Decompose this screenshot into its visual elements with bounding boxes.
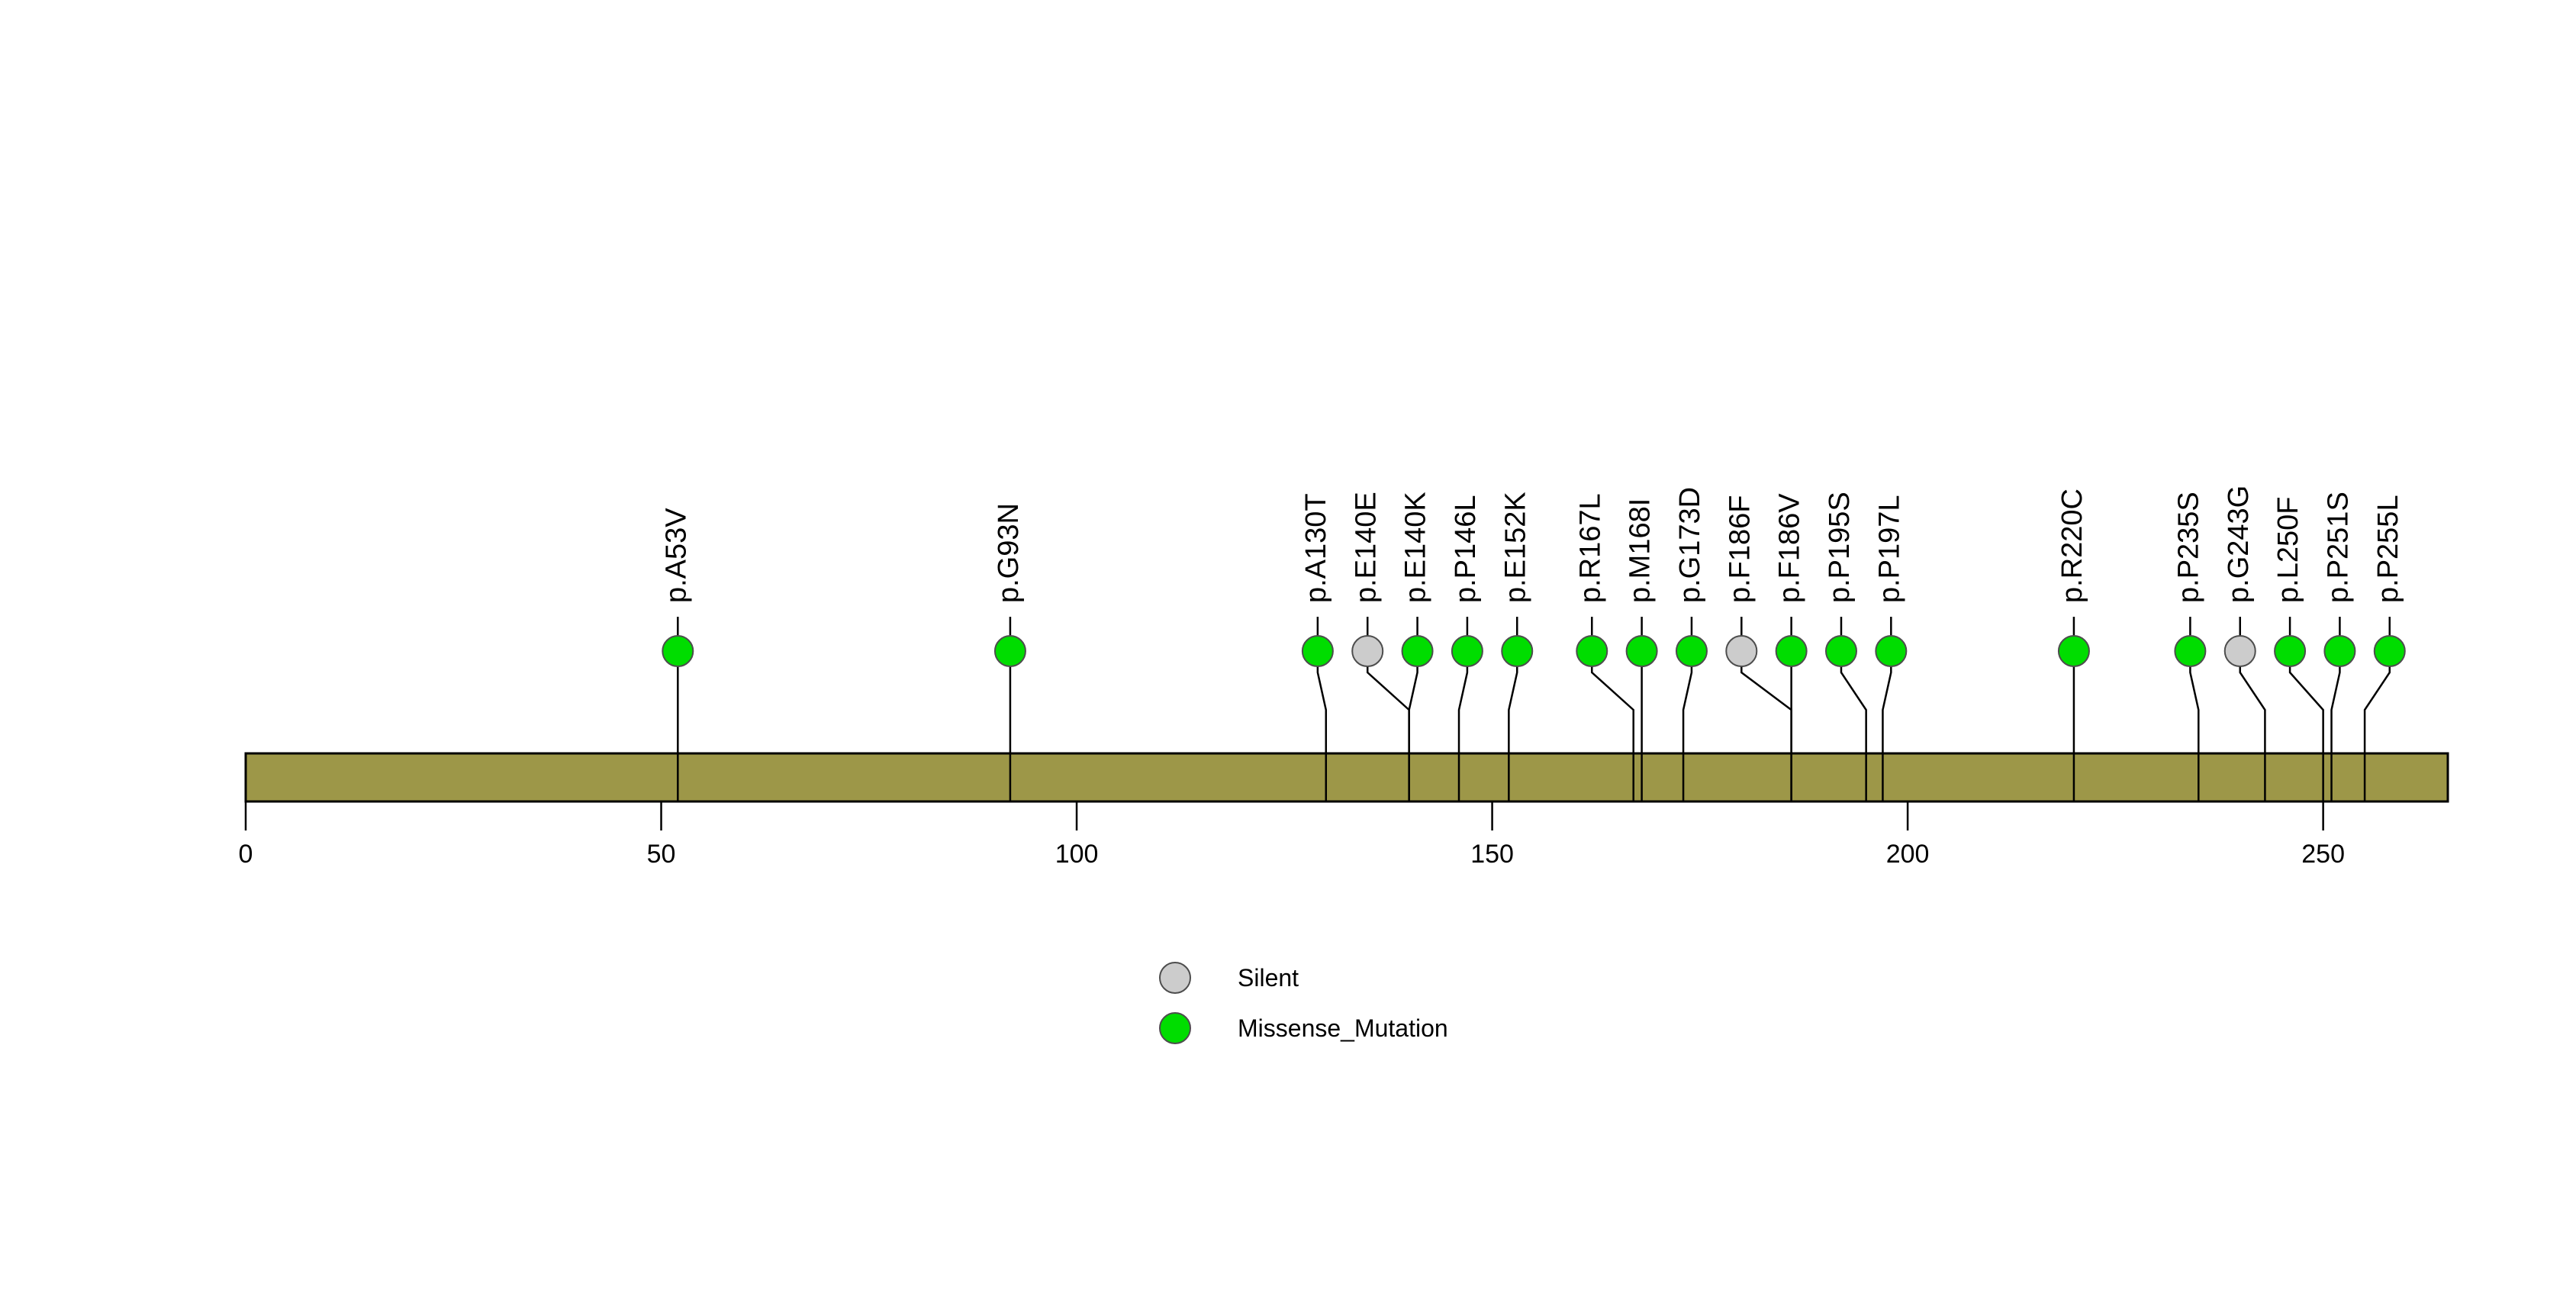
mutation-label: p.P197L	[1873, 495, 1905, 603]
lollipop-head[interactable]	[2373, 635, 2406, 667]
mutation-label: p.A130T	[1300, 493, 1332, 603]
lollipop-head[interactable]	[993, 635, 1026, 667]
axis-tick-label: 200	[1886, 840, 1930, 869]
mutation-label: p.F186V	[1774, 493, 1806, 603]
mutation-label: p.E152K	[1499, 492, 1531, 603]
lollipop-head[interactable]	[2223, 635, 2256, 667]
axis-tick-label: 0	[239, 840, 253, 869]
mutation-label: p.P195S	[1824, 492, 1856, 603]
axis-tick-label: 150	[1470, 840, 1514, 869]
lollipop-head[interactable]	[2174, 635, 2207, 667]
lollipop-head[interactable]	[2057, 635, 2090, 667]
axis-tick-label: 250	[2301, 840, 2345, 869]
lollipop-head[interactable]	[1824, 635, 1857, 667]
lollipop-head[interactable]	[1775, 635, 1808, 667]
legend-label: Missense_Mutation	[1238, 1014, 1448, 1042]
mutation-label: p.M168I	[1624, 498, 1657, 603]
lollipop-head[interactable]	[1301, 635, 1334, 667]
protein-backbone-track	[244, 752, 2449, 803]
legend-swatch[interactable]	[1159, 962, 1191, 994]
mutation-label: p.A53V	[660, 508, 692, 603]
mutation-label: p.E140K	[1400, 492, 1432, 603]
lollipop-head-layer	[662, 635, 2406, 667]
lollipop-head[interactable]	[1725, 635, 1758, 667]
lollipop-head[interactable]	[662, 635, 694, 667]
lollipop-head[interactable]	[1625, 635, 1658, 667]
mutation-label: p.L250F	[2272, 497, 2304, 603]
mutation-label-layer: p.A53V p.G93N p.A130T p.E140E p.E140K p.P146L…	[660, 485, 2404, 603]
legend-label: Silent	[1238, 964, 1299, 992]
mutation-label: p.G93N	[993, 503, 1025, 603]
lollipop-head[interactable]	[1401, 635, 1434, 667]
mutation-label: p.P146L	[1450, 495, 1482, 603]
mutation-label: p.R220C	[2056, 489, 2088, 603]
x-axis: 0 50 100 150 200 250	[239, 801, 2345, 869]
lollipop-head[interactable]	[1576, 635, 1608, 667]
mutation-label: p.F186F	[1724, 495, 1756, 603]
mutation-label: p.R167L	[1574, 493, 1606, 603]
axis-tick-label: 50	[647, 840, 676, 869]
protein-backbone-bar	[244, 752, 2449, 803]
mutation-label: p.P251S	[2322, 492, 2354, 603]
lollipop-head[interactable]	[1875, 635, 1908, 667]
axis-tick-label: 100	[1055, 840, 1099, 869]
mutation-label: p.E140E	[1350, 492, 1382, 603]
lollipop-head[interactable]	[1501, 635, 1534, 667]
mutation-label: p.P235S	[2172, 492, 2204, 603]
legend-swatch[interactable]	[1159, 1012, 1191, 1044]
lollipop-head[interactable]	[1675, 635, 1708, 667]
lollipop-head[interactable]	[2274, 635, 2307, 667]
lollipop-head[interactable]	[1451, 635, 1483, 667]
lollipop-head[interactable]	[2323, 635, 2356, 667]
mutation-label: p.G243G	[2223, 485, 2255, 603]
lollipop-head[interactable]	[1351, 635, 1384, 667]
mutation-label: p.G173D	[1674, 487, 1706, 603]
mutation-label: p.P255L	[2372, 495, 2404, 603]
